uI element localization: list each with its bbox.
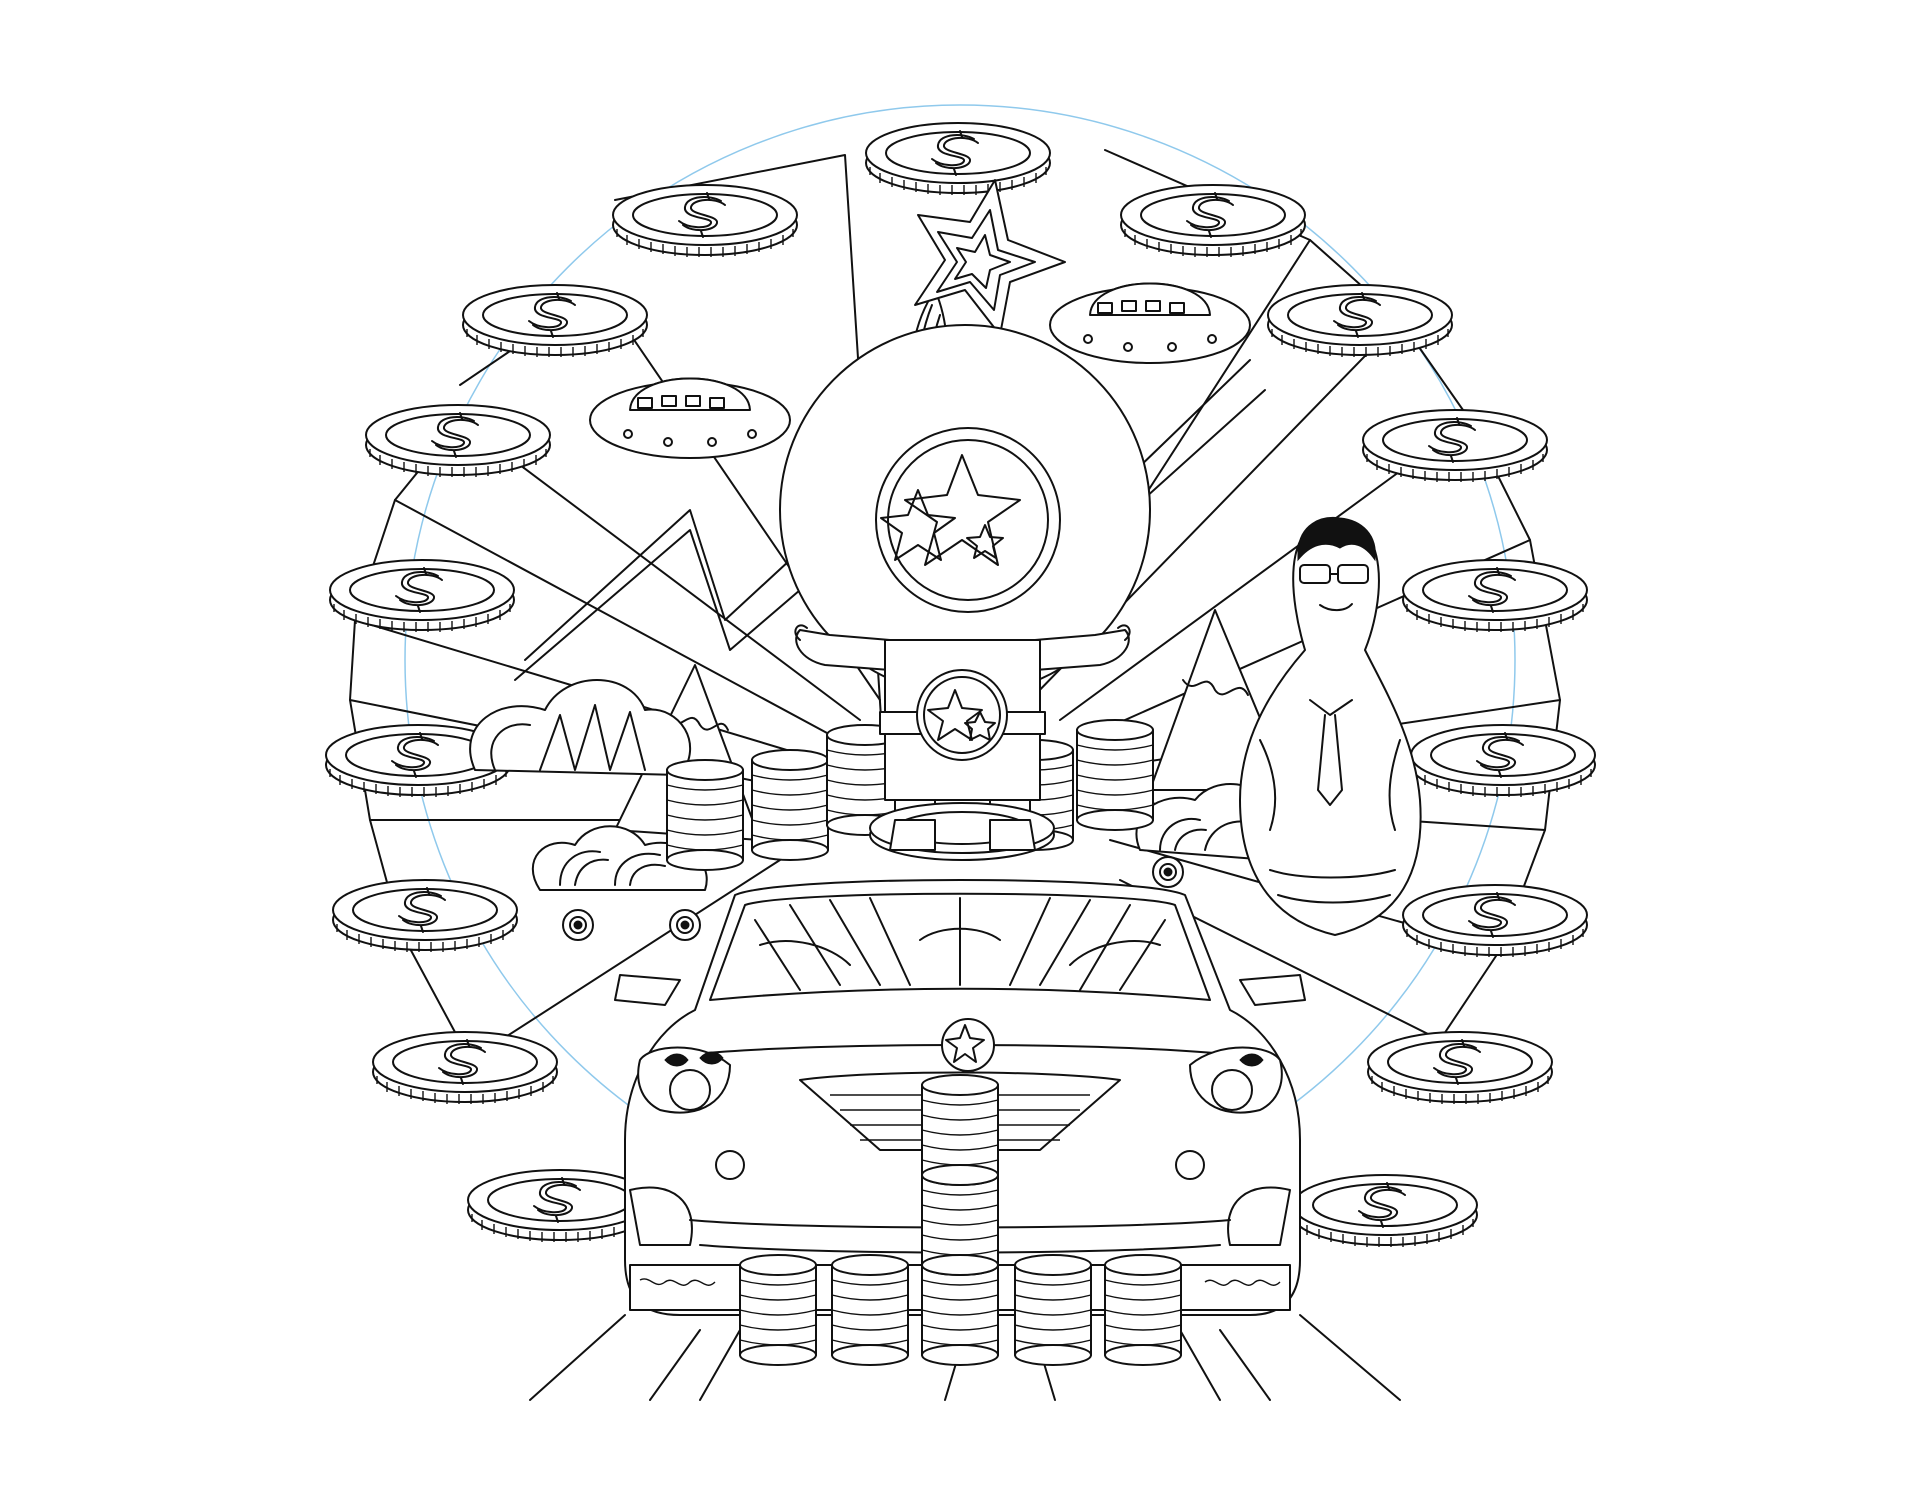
cloud-eye-far-right xyxy=(1152,856,1184,888)
coin-right-4 xyxy=(1402,559,1588,633)
bowling-pin-man xyxy=(1240,517,1421,935)
coin-left-3 xyxy=(365,404,551,478)
clouds xyxy=(470,680,1275,890)
coin-right-2 xyxy=(1267,284,1453,358)
coin-left-2 xyxy=(462,284,648,358)
ufo-left xyxy=(589,377,791,459)
star-mascot xyxy=(780,180,1150,860)
coin-right-8 xyxy=(1292,1174,1478,1248)
coin-left-6 xyxy=(332,879,518,953)
coin-left-7 xyxy=(372,1031,558,1105)
coin-right-1 xyxy=(1120,184,1306,258)
ufo-right xyxy=(1049,282,1251,364)
coin-right-6 xyxy=(1402,884,1588,958)
cloud-eye-left xyxy=(562,909,594,941)
coin-right-5 xyxy=(1410,724,1596,798)
coin-left-1 xyxy=(612,184,798,258)
coin-right-3 xyxy=(1362,409,1548,483)
coin-right-7 xyxy=(1367,1031,1553,1105)
coin-top xyxy=(865,122,1051,196)
cloud-eye-right xyxy=(669,909,701,941)
coin-left-4 xyxy=(329,559,515,633)
